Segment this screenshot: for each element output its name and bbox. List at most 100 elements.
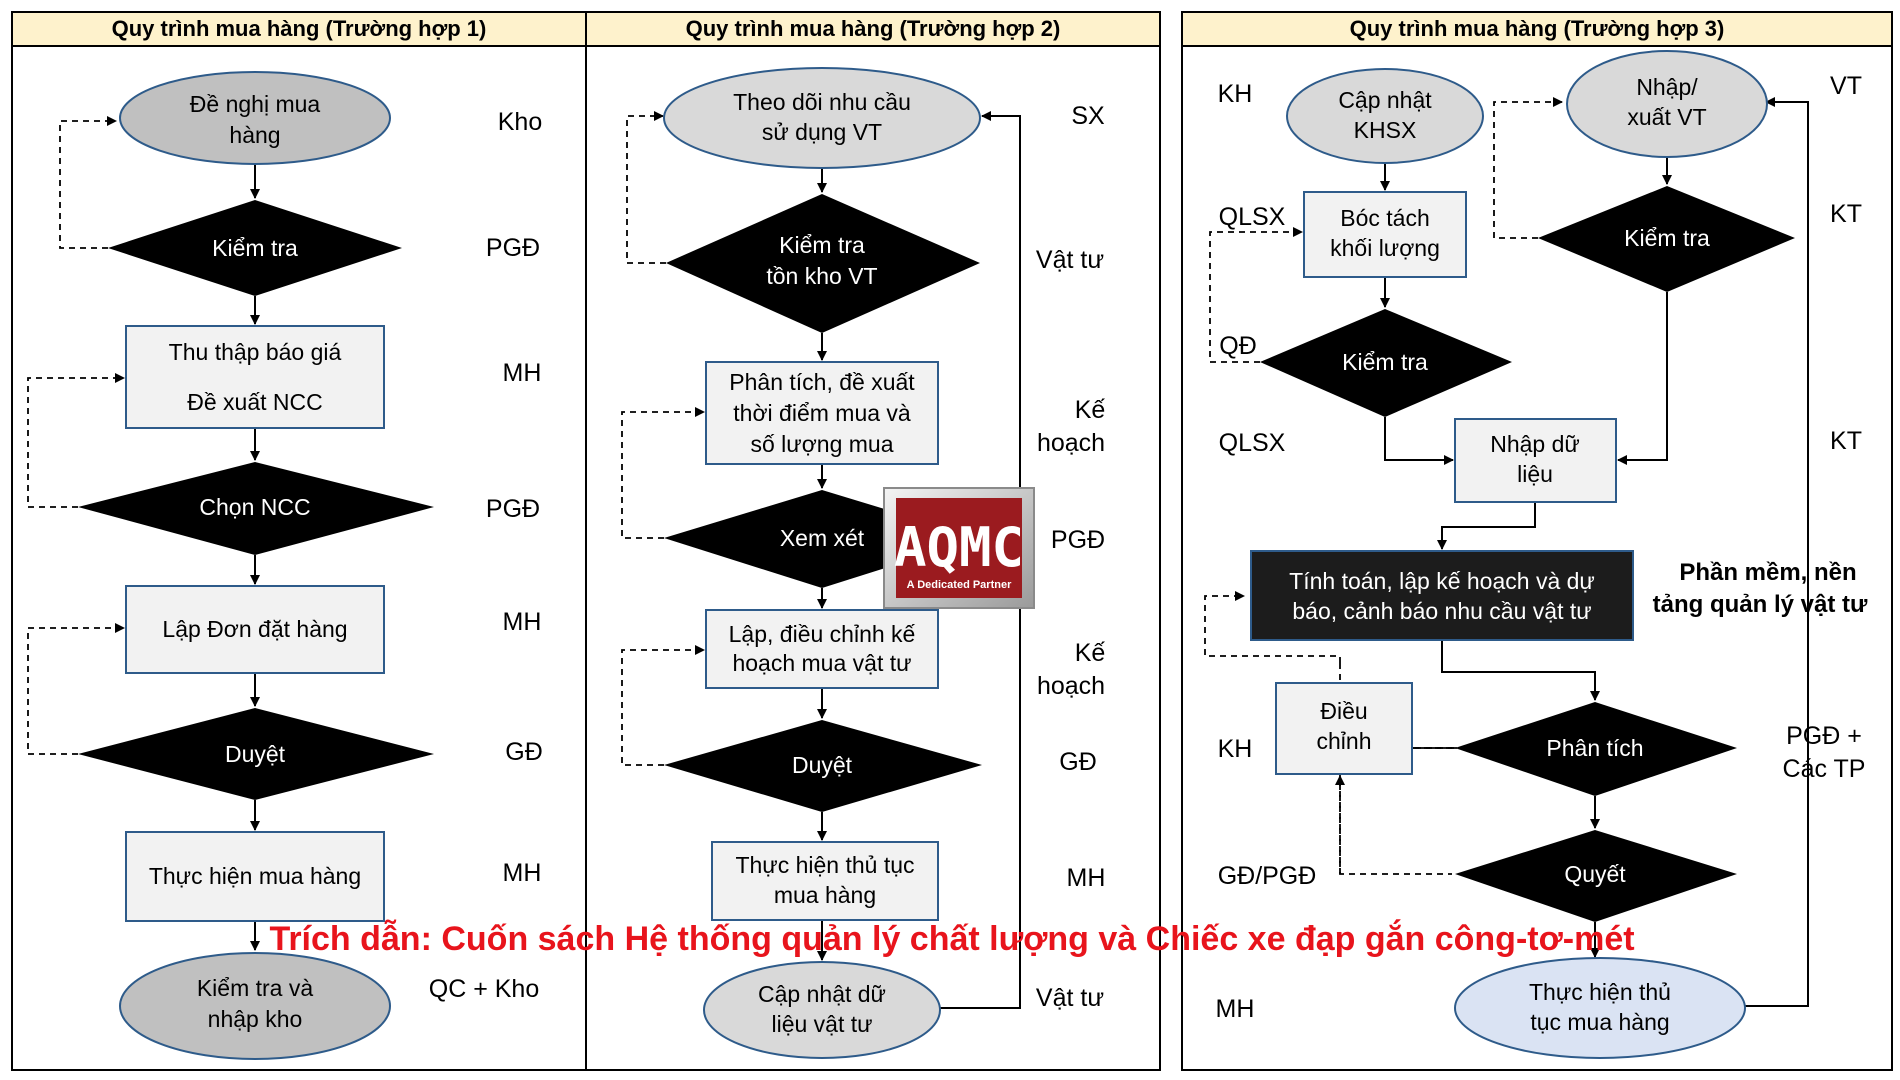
case3-connectors xyxy=(1380,97,1809,1007)
node-inspect-store[interactable] xyxy=(119,952,391,1060)
decision-review-label: Xem xét xyxy=(780,525,865,551)
node-purchase-procedure-3[interactable] xyxy=(1454,957,1746,1059)
role-label: KH xyxy=(1218,735,1253,763)
citation-text: Trích dẫn: Cuốn sách Hệ thống quản lý ch… xyxy=(269,920,1634,958)
decision-check-3a[interactable] xyxy=(1260,309,1512,417)
role-label: KT xyxy=(1830,427,1862,455)
role-label: MH xyxy=(503,608,542,636)
decision-approve-2-label: Duyệt xyxy=(792,752,853,778)
role-label: QLSX xyxy=(1219,203,1286,231)
role-label: GĐ xyxy=(1059,748,1097,776)
role-label: GĐ/PGĐ xyxy=(1218,862,1317,890)
logo-tagline: A Dedicated Partner xyxy=(907,579,1012,591)
decision-analyze[interactable] xyxy=(1455,702,1737,796)
case3-roles: KH VT QLSX KT QĐ QLSX KT KH PGĐ +Các TP … xyxy=(1216,72,1868,1023)
decision-check-3b-label: Kiểm tra xyxy=(1624,225,1710,251)
node-quantity-takeoff[interactable] xyxy=(1303,191,1467,278)
role-label: KH xyxy=(1218,80,1253,108)
node-perform-purchase-label: Thực hiện mua hàng xyxy=(149,863,361,889)
role-label: QĐ xyxy=(1219,332,1257,360)
node-purchase-procedure[interactable] xyxy=(711,841,939,921)
node-update-plan[interactable] xyxy=(1286,68,1484,164)
decision-approve-2[interactable] xyxy=(664,720,982,812)
node-update-data[interactable] xyxy=(703,961,941,1059)
case2-feedback-loops xyxy=(621,111,705,766)
role-label: MH xyxy=(503,859,542,887)
node-analyze-propose[interactable] xyxy=(705,361,939,465)
role-label: GĐ xyxy=(505,738,543,766)
node-stock-inout-label: Nhập/xuất VT xyxy=(1627,74,1706,130)
role-label: PGĐ xyxy=(1051,526,1105,554)
decision-check-1-label: Kiểm tra xyxy=(212,235,298,261)
role-label: PGĐ xyxy=(486,495,540,523)
role-label: QLSX xyxy=(1219,429,1286,457)
role-label: QC + Kho xyxy=(429,975,539,1003)
decision-check-3a-label: Kiểm tra xyxy=(1342,349,1428,375)
node-monitor-demand[interactable] xyxy=(663,67,981,169)
role-label: MH xyxy=(1216,995,1255,1023)
role-label: PGĐ +Các TP xyxy=(1783,722,1866,783)
role-label: MH xyxy=(1067,864,1106,892)
node-stock-inout[interactable] xyxy=(1566,50,1768,158)
decision-check-3b[interactable] xyxy=(1538,186,1795,292)
panel-3: Quy trình mua hàng (Trường hợp 3) xyxy=(1181,11,1893,1071)
role-label: Kho xyxy=(498,108,542,136)
node-calculate-forecast[interactable] xyxy=(1250,550,1634,641)
panel-3-title: Quy trình mua hàng (Trường hợp 3) xyxy=(1350,16,1725,41)
node-adjust[interactable] xyxy=(1275,682,1413,775)
decision-analyze-label: Phân tích xyxy=(1546,735,1643,761)
aqmc-logo: AQMC A Dedicated Partner xyxy=(883,487,1035,609)
decision-approve-1-label: Duyệt xyxy=(225,741,286,767)
panel-2-title: Quy trình mua hàng (Trường hợp 2) xyxy=(686,16,1061,41)
case1-feedback-loops xyxy=(27,116,125,755)
node-create-po[interactable] xyxy=(125,585,385,674)
panel-1-title: Quy trình mua hàng (Trường hợp 1) xyxy=(112,16,487,41)
decision-check-1[interactable] xyxy=(108,200,402,296)
node-input-data[interactable] xyxy=(1454,418,1617,503)
node-collect-quotes[interactable] xyxy=(125,325,385,429)
role-label: Vật tư xyxy=(1036,246,1104,274)
role-label: KT xyxy=(1830,200,1862,228)
decision-decide[interactable] xyxy=(1455,830,1737,922)
decision-check-stock[interactable] xyxy=(666,194,980,333)
role-label: MH xyxy=(503,359,542,387)
role-label: VT xyxy=(1830,72,1862,100)
node-plan-purchase[interactable] xyxy=(705,609,939,689)
panel-1: Quy trình mua hàng (Trường hợp 1) xyxy=(11,11,587,1071)
node-request-purchase[interactable] xyxy=(119,71,391,165)
node-create-po-label: Lập Đơn đặt hàng xyxy=(162,616,347,642)
decision-choose-supplier[interactable] xyxy=(78,462,434,555)
role-label: PGĐ xyxy=(486,234,540,262)
panel-2: Quy trình mua hàng (Trường hợp 2) xyxy=(585,11,1161,1071)
role-label: SX xyxy=(1071,102,1105,130)
node-perform-purchase[interactable] xyxy=(125,831,385,922)
case1-roles: Kho PGĐ MH PGĐ MH GĐ MH QC + Kho xyxy=(429,108,543,1003)
decision-decide-label: Quyết xyxy=(1564,861,1626,887)
role-label: Vật tư xyxy=(1036,984,1104,1012)
logo-text: AQMC xyxy=(894,516,1024,579)
decision-approve-1[interactable] xyxy=(78,708,434,800)
decision-choose-supplier-label: Chọn NCC xyxy=(199,494,310,520)
